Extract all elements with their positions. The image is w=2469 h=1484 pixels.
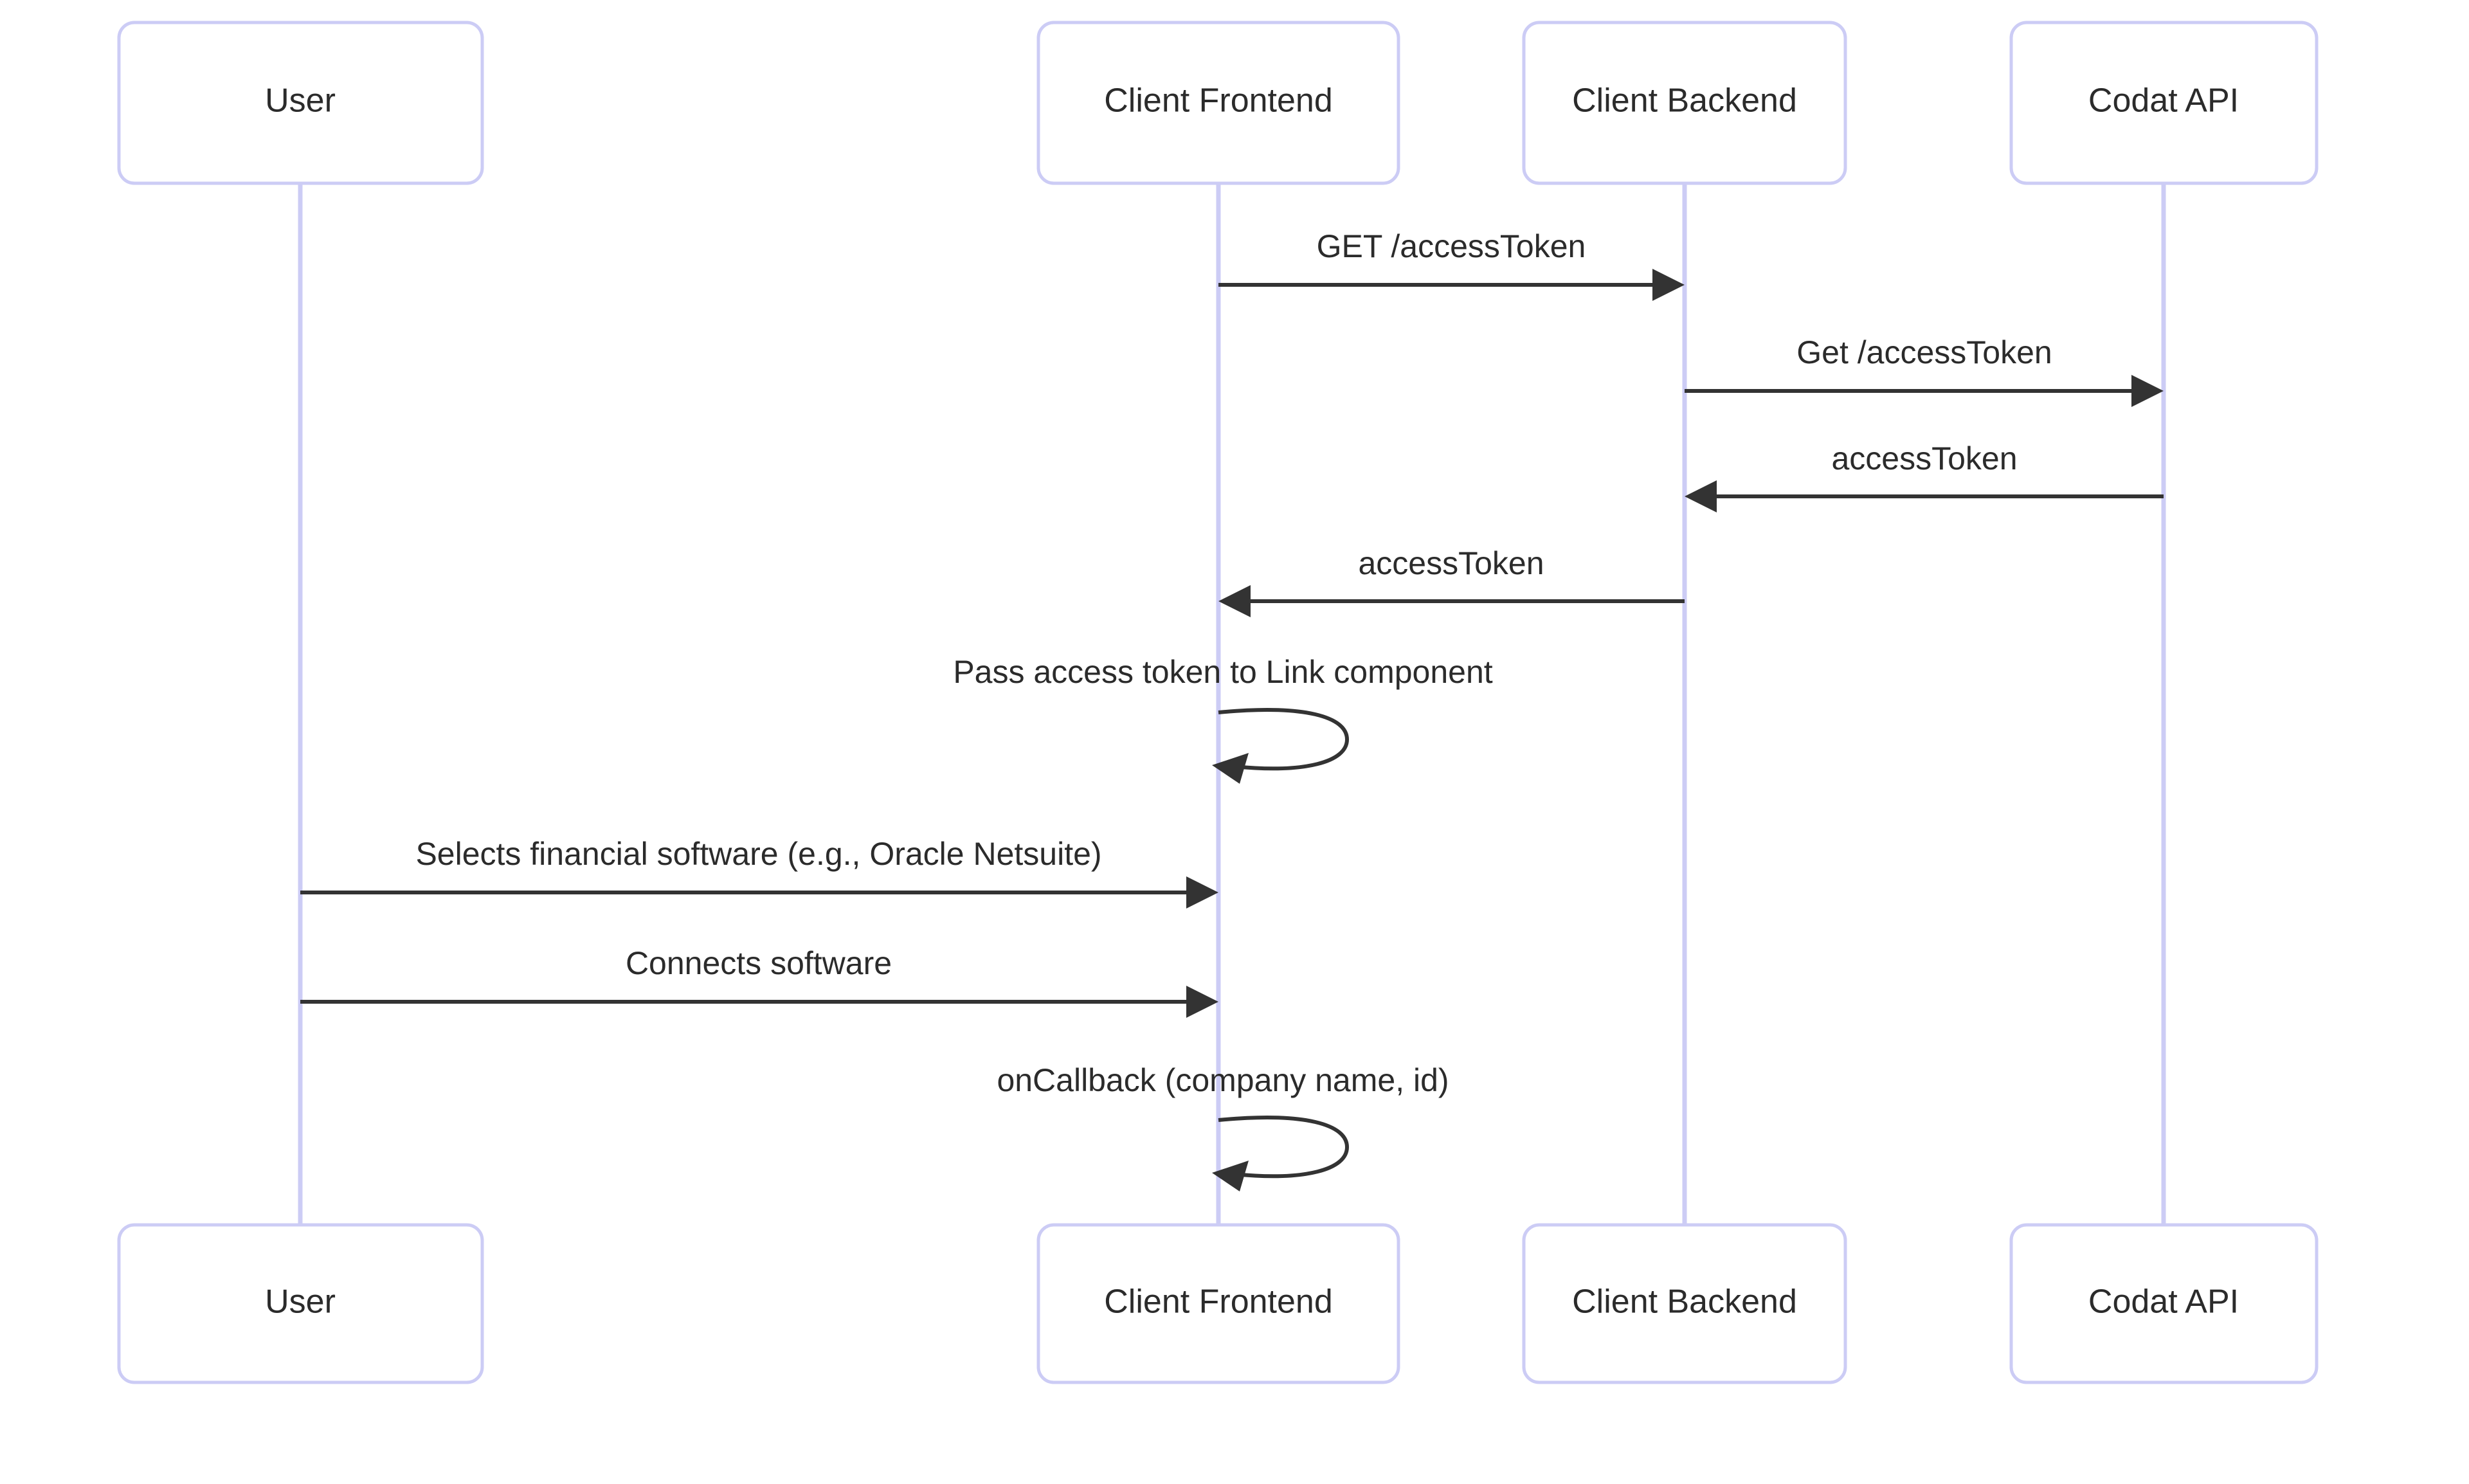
message-arrowhead-1 — [1652, 269, 1685, 301]
participant-label-client-frontend-top: Client Frontend — [1104, 82, 1333, 120]
message-arrowhead-2 — [2131, 375, 2164, 407]
message-loop-path-5 — [1218, 708, 1350, 771]
message-label-3: accessToken — [1831, 440, 2017, 476]
participant-label-client-frontend-bottom: Client Frontend — [1104, 1283, 1333, 1321]
message-label-1: GET /accessToken — [1317, 228, 1586, 264]
participant-label-client-backend-top: Client Backend — [1572, 82, 1797, 120]
message-arrowhead-6 — [1186, 876, 1218, 909]
participant-box-rect[interactable] — [2009, 1223, 2319, 1384]
message-arrowhead-4 — [1218, 585, 1251, 617]
participant-box-client-backend-bottom[interactable]: Client Backend — [1522, 1223, 1847, 1384]
message-2-get-access-token: Get /accessToken — [1685, 334, 2164, 407]
message-6-selects-financial-software: Selects financial software (e.g., Oracle… — [300, 836, 1218, 909]
message-arrowhead-5 — [1212, 753, 1249, 784]
participant-box-client-frontend-bottom[interactable]: Client Frontend — [1036, 1223, 1400, 1384]
lifelines-group — [298, 183, 2166, 1225]
message-label-8: onCallback (company name, id) — [997, 1062, 1449, 1098]
participant-box-rect[interactable] — [117, 1223, 484, 1384]
participant-boxes-top: User Client Frontend Client Backend Coda… — [117, 21, 2319, 185]
participant-box-user-bottom[interactable]: User — [117, 1223, 484, 1384]
participant-label-codat-api-top: Codat API — [2088, 82, 2239, 120]
participant-label-codat-api-bottom: Codat API — [2088, 1283, 2239, 1321]
participant-box-client-frontend-top[interactable]: Client Frontend — [1036, 21, 1400, 185]
message-arrowhead-7 — [1186, 986, 1218, 1018]
message-4-access-token: accessToken — [1218, 545, 1685, 617]
participant-label-user-top: User — [265, 82, 336, 120]
participant-box-rect[interactable] — [2009, 21, 2319, 185]
participant-box-rect[interactable] — [1036, 1223, 1400, 1384]
participant-box-rect[interactable] — [1522, 1223, 1847, 1384]
participant-label-user-bottom: User — [265, 1283, 336, 1321]
participant-box-rect[interactable] — [117, 21, 484, 185]
message-label-5: Pass access token to Link component — [953, 654, 1492, 690]
message-5-pass-access-token-self-loop: Pass access token to Link component — [953, 654, 1493, 784]
message-8-oncallback-self-loop: onCallback (company name, id) — [997, 1062, 1449, 1191]
message-3-access-token: accessToken — [1685, 440, 2164, 512]
participant-box-codat-api-top[interactable]: Codat API — [2009, 21, 2319, 185]
message-arrowhead-3 — [1685, 480, 1717, 512]
participant-boxes-bottom: User Client Frontend Client Backend Coda… — [117, 1223, 2319, 1384]
participant-box-user-top[interactable]: User — [117, 21, 484, 185]
participant-label-client-backend-bottom: Client Backend — [1572, 1283, 1797, 1321]
message-1-get-access-token: GET /accessToken — [1218, 228, 1685, 301]
participant-box-rect[interactable] — [1036, 21, 1400, 185]
participant-box-codat-api-bottom[interactable]: Codat API — [2009, 1223, 2319, 1384]
participant-box-rect[interactable] — [1522, 21, 1847, 185]
message-label-7: Connects software — [626, 945, 892, 981]
message-arrowhead-8 — [1212, 1161, 1249, 1191]
participant-box-client-backend-top[interactable]: Client Backend — [1522, 21, 1847, 185]
message-label-4: accessToken — [1358, 545, 1544, 581]
message-label-2: Get /accessToken — [1796, 334, 2052, 370]
message-label-6: Selects financial software (e.g., Oracle… — [415, 836, 1101, 872]
message-loop-path-8 — [1218, 1116, 1350, 1179]
message-7-connects-software: Connects software — [300, 945, 1218, 1018]
